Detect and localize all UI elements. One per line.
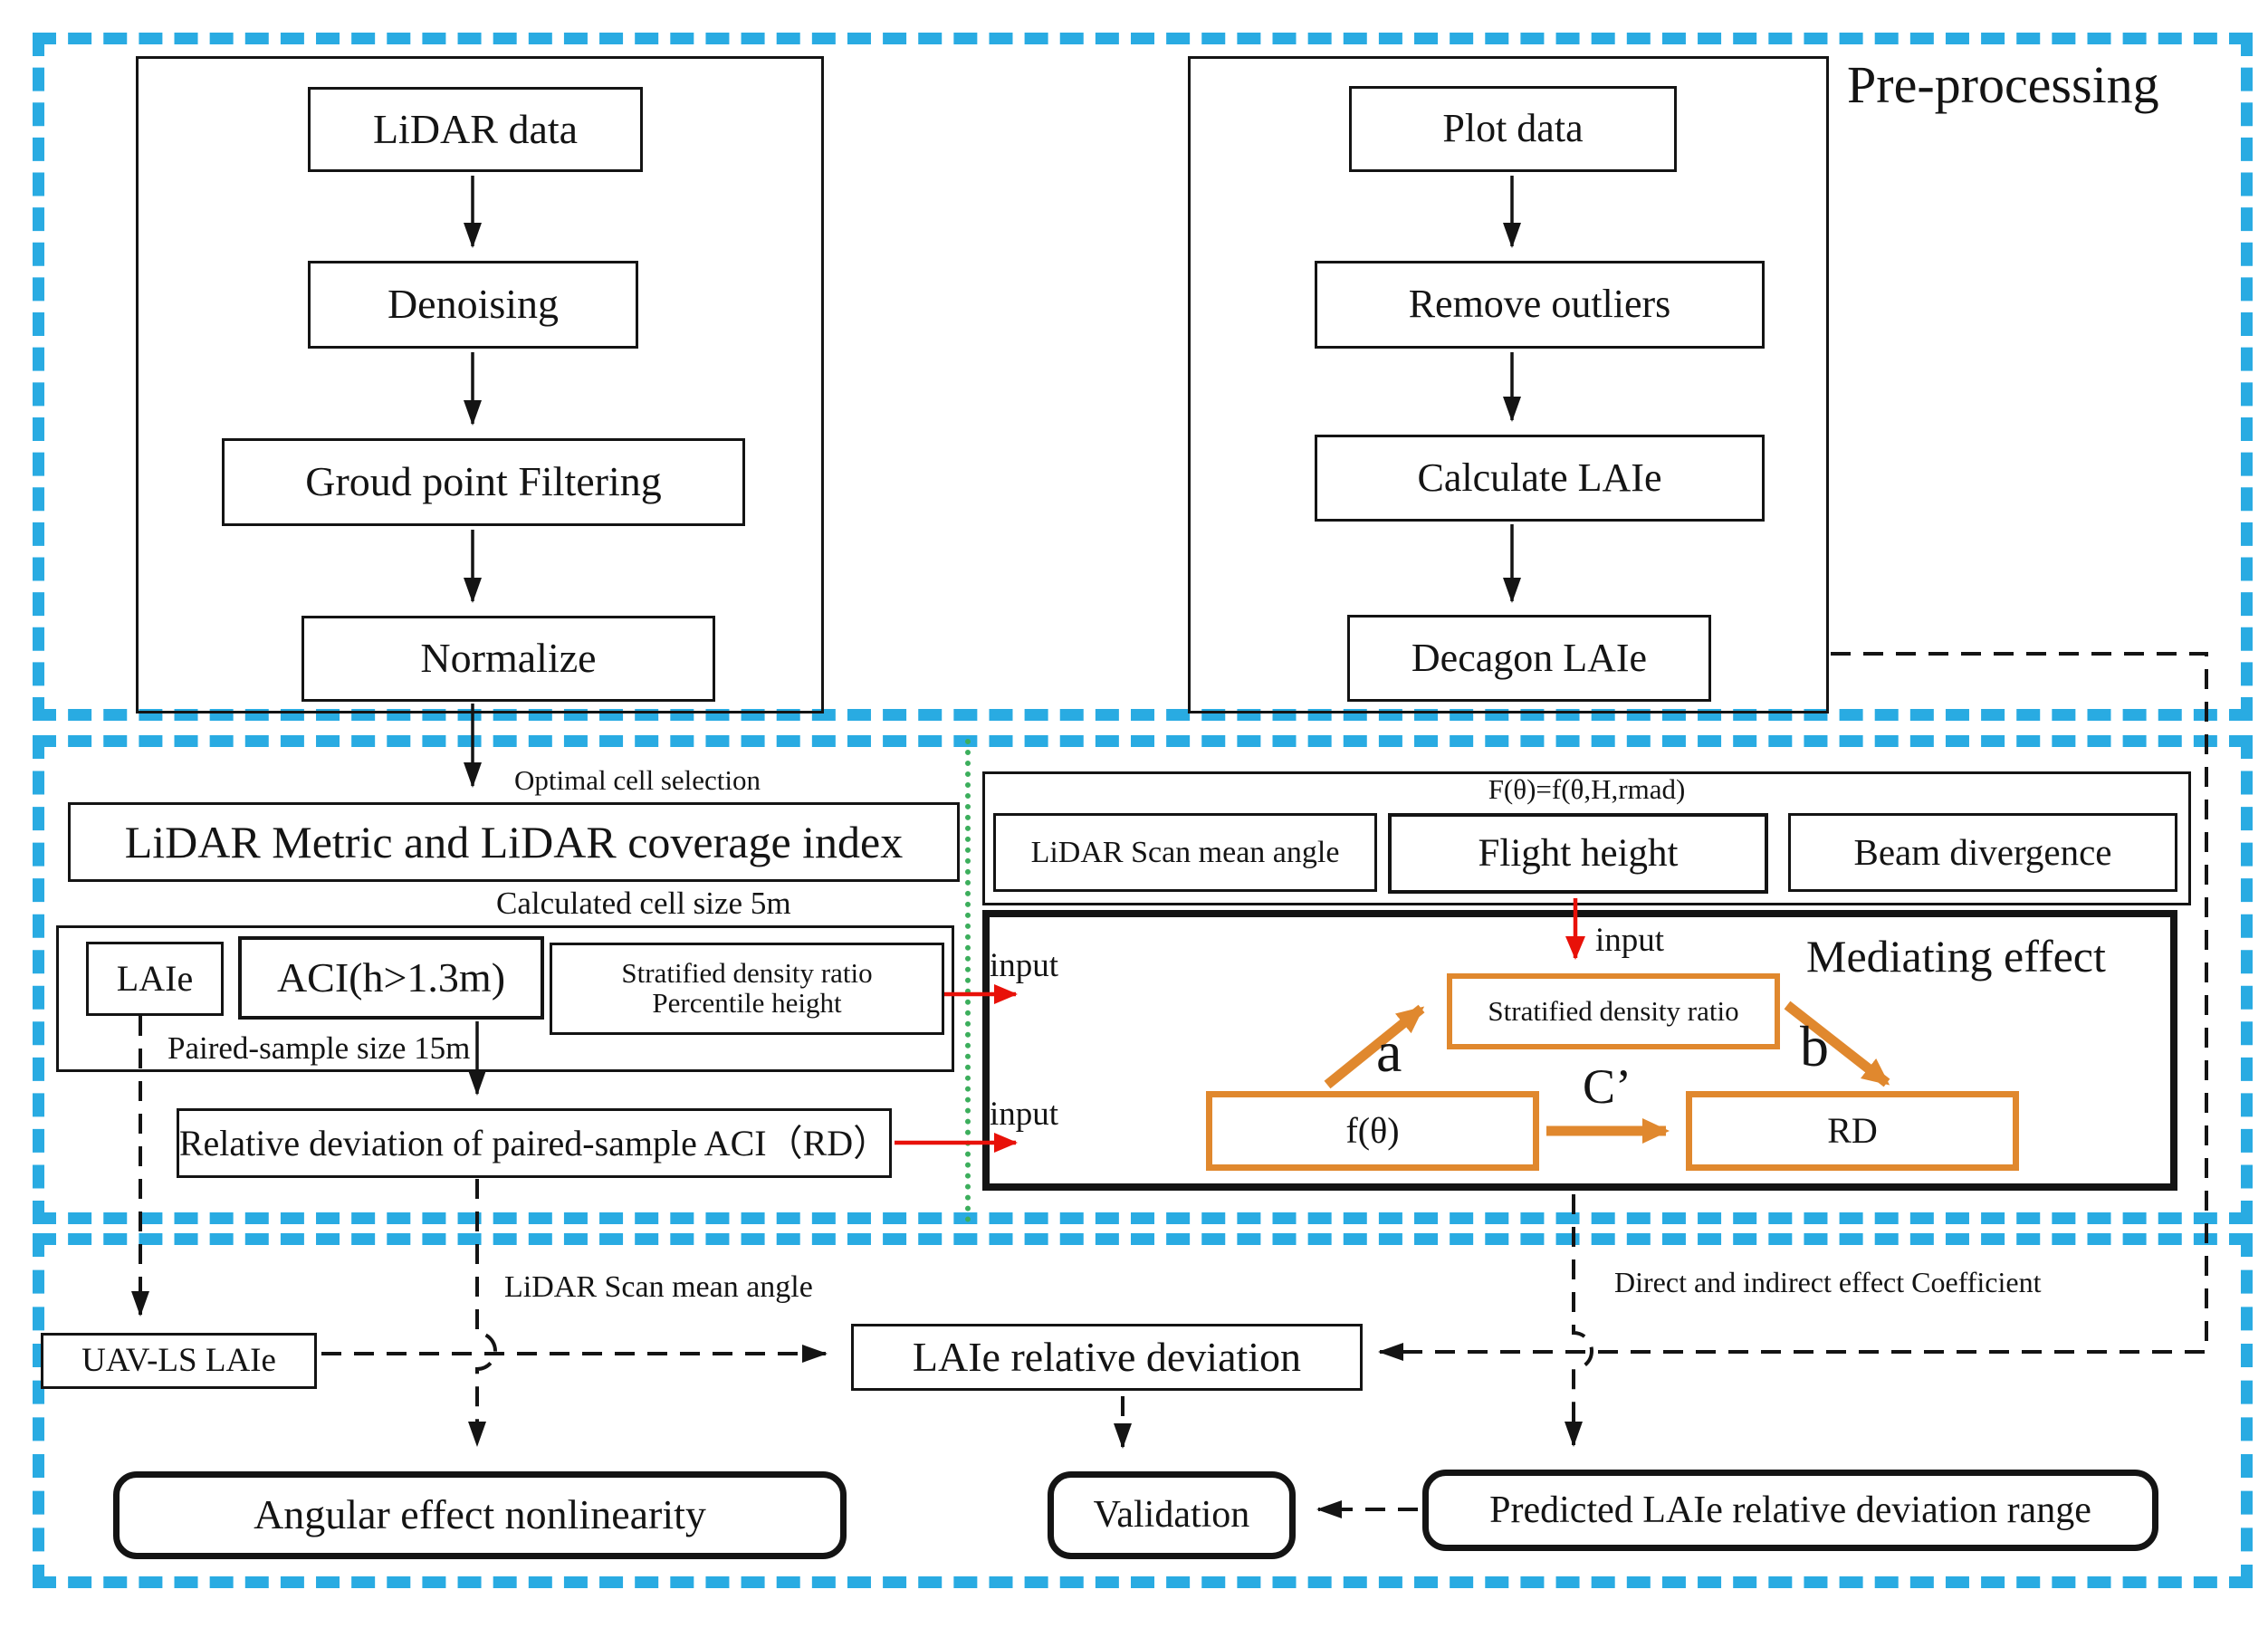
node-lidar-data-label: LiDAR data: [372, 105, 579, 152]
node-laie-label: LAIe: [116, 958, 194, 999]
node-remove-outliers-label: Remove outliers: [1408, 282, 1671, 327]
input-label-stratified: input: [990, 947, 1059, 984]
node-decagon-laie: Decagon LAIe: [1347, 615, 1711, 702]
node-lidar-scan-mean-angle-label: LiDAR Scan mean angle: [1030, 835, 1340, 869]
node-laie: LAIe: [86, 942, 224, 1016]
mediating-effect-title: Mediating effect: [1806, 931, 2106, 982]
f-theta-formula-label: F(θ)=f(θ,H,rmad): [1488, 773, 1686, 805]
node-flight-height: Flight height: [1388, 813, 1768, 894]
flight-parameters-container: [982, 771, 2191, 905]
bottom-section-frame: [33, 1233, 2253, 1588]
node-mediating-rd-label: RD: [1827, 1110, 1878, 1151]
node-lidar-scan-mean-angle: LiDAR Scan mean angle: [993, 813, 1377, 892]
dashed-decagon-to-laie-relative-deviation: [1378, 652, 2208, 1361]
lidar-flow-container: [136, 56, 824, 713]
node-flight-height-label: Flight height: [1478, 831, 1679, 875]
node-lidar-metric-coverage-index-label: LiDAR Metric and LiDAR coverage index: [124, 816, 904, 867]
node-calculate-laie-label: Calculate LAIe: [1417, 455, 1662, 500]
node-aci: ACI(h>1.3m): [238, 936, 544, 1020]
node-plot-data: Plot data: [1349, 86, 1677, 172]
calculated-cell-size-label: Calculated cell size 5m: [496, 886, 791, 921]
node-relative-deviation-rd: Relative deviation of paired-sample ACI（…: [177, 1108, 892, 1178]
node-normalize: Normalize: [301, 616, 715, 702]
node-aci-label: ACI(h>1.3m): [276, 953, 506, 1001]
preprocessing-title: Pre-processing: [1847, 55, 2159, 114]
plot-flow-container: [1188, 56, 1829, 713]
node-uav-ls-laie-label: UAV-LS LAIe: [81, 1341, 276, 1379]
node-mediating-stratified: Stratified density ratio: [1447, 973, 1780, 1049]
input-label-flight-height: input: [1595, 922, 1665, 959]
node-normalize-label: Normalize: [420, 635, 597, 682]
node-ground-point-filtering-label: Groud point Filtering: [305, 458, 662, 505]
percentile-height-line: Percentile height: [652, 987, 842, 1019]
metric-group-container: [56, 925, 954, 1072]
node-plot-data-label: Plot data: [1442, 106, 1584, 151]
orange-arrow-path-a: [1324, 1004, 1425, 1089]
node-mediating-rd: RD: [1686, 1091, 2019, 1171]
input-label-rd: input: [990, 1096, 1059, 1133]
node-denoising: Denoising: [308, 261, 638, 349]
node-validation: Validation: [1048, 1471, 1296, 1559]
node-relative-deviation-rd-label: Relative deviation of paired-sample ACI（…: [178, 1122, 890, 1164]
node-lidar-metric-coverage-index: LiDAR Metric and LiDAR coverage index: [68, 802, 960, 882]
paired-sample-size-label: Paired-sample size 15m: [167, 1030, 471, 1066]
stratified-density-ratio-line: Stratified density ratio: [621, 957, 873, 990]
mediating-effect-container: [982, 910, 2177, 1191]
node-predicted-laie-range-label: Predicted LAIe relative deviation range: [1489, 1489, 2091, 1531]
node-denoising-label: Denoising: [387, 281, 560, 328]
node-angular-effect-nonlinearity: Angular effect nonlinearity: [113, 1471, 847, 1559]
node-angular-effect-nonlinearity-label: Angular effect nonlinearity: [254, 1491, 706, 1538]
node-calculate-laie: Calculate LAIe: [1315, 435, 1765, 522]
green-dotted-divider: [965, 739, 971, 1222]
node-uav-ls-laie: UAV-LS LAIe: [41, 1333, 317, 1389]
path-b-label: b: [1800, 1014, 1829, 1078]
node-decagon-laie-label: Decagon LAIe: [1411, 635, 1648, 680]
orange-arrow-path-b: [1784, 1001, 1890, 1087]
node-lidar-data: LiDAR data: [308, 87, 643, 172]
path-c-label: C’: [1583, 1059, 1632, 1114]
node-mediating-f-theta: f(θ): [1206, 1091, 1539, 1171]
node-mediating-stratified-label: Stratified density ratio: [1488, 994, 1739, 1027]
node-beam-divergence-label: Beam divergence: [1853, 830, 2112, 873]
node-mediating-f-theta-label: f(θ): [1345, 1110, 1400, 1151]
node-validation-label: Validation: [1093, 1494, 1250, 1537]
dashed-rd-to-angular-effect: [468, 1179, 497, 1447]
node-ground-point-filtering: Groud point Filtering: [222, 438, 745, 526]
node-predicted-laie-range: Predicted LAIe relative deviation range: [1422, 1470, 2158, 1551]
node-laie-relative-deviation-label: LAIe relative deviation: [912, 1333, 1302, 1380]
node-beam-divergence: Beam divergence: [1788, 813, 2177, 892]
dashed-mediating-to-predicted: [1565, 1194, 1593, 1447]
node-laie-relative-deviation: LAIe relative deviation: [851, 1324, 1363, 1391]
path-a-label: a: [1376, 1020, 1402, 1084]
middle-section-frame: [33, 735, 2253, 1224]
direct-indirect-coefficient-label: Direct and indirect effect Coefficient: [1614, 1266, 2042, 1298]
scan-mean-angle-flow-label: LiDAR Scan mean angle: [504, 1270, 813, 1304]
node-remove-outliers: Remove outliers: [1315, 261, 1765, 349]
optimal-cell-selection-label: Optimal cell selection: [514, 764, 761, 796]
node-stratified-percentile: Stratified density ratio Percentile heig…: [550, 943, 944, 1035]
